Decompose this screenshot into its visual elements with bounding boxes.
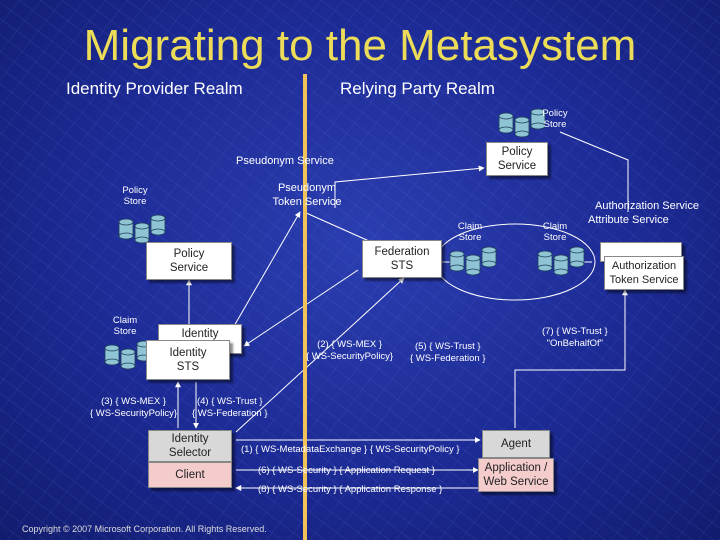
pseudonym-service-label: Pseudonym Service: [236, 155, 334, 167]
identity-sts-box: Identity STS: [146, 340, 230, 380]
client-box: Client: [148, 462, 232, 488]
policy-service-right-box: Policy Service: [486, 142, 548, 176]
pseudonym-token-service-label: Pseudonym Token Service: [272, 182, 342, 208]
page-title: Migrating to the Metasystem: [83, 21, 637, 70]
federation-sts-box: Federation STS: [362, 240, 442, 278]
edge-pseudonym-federation: [303, 211, 379, 246]
attribute-service-label: Attribute Service: [588, 214, 669, 226]
policy-store-top-label: Policy Store: [542, 108, 568, 130]
edge-federation-identity: [243, 269, 359, 347]
edge-label-4: (4) { WS-Trust } { WS-Federation }: [192, 396, 268, 419]
edge-label-8: (8) { WS-Security } { Application Respon…: [258, 484, 443, 495]
edge-label-2: (2) { WS-MEX } { WS-SecurityPolicy}: [306, 339, 394, 362]
edge-label-3: (3) { WS-MEX } { WS-SecurityPolicy}: [90, 396, 178, 419]
policy-store-left-icon: [118, 214, 166, 244]
claim-store-auth-label: Claim Store: [542, 221, 568, 243]
edge-agent-authz: [514, 289, 628, 428]
claim-store-left-label: Claim Store: [112, 315, 138, 337]
edge-authz-policystore: [559, 131, 629, 212]
agent-box: Agent: [482, 430, 550, 458]
edge-label-1: (1) { WS-MetadataExchange } { WS-Securit…: [241, 444, 460, 455]
claim-store-fed-label: Claim Store: [457, 221, 483, 243]
edge-label-5: (5) { WS-Trust } { WS-Federation }: [410, 341, 486, 364]
realm-divider: [303, 74, 307, 540]
policy-store-left-label: Policy Store: [122, 185, 148, 207]
policy-service-left-box: Policy Service: [146, 242, 232, 280]
identity-selector-box: Identity Selector: [148, 430, 232, 462]
copyright-notice: Copyright © 2007 Microsoft Corporation. …: [22, 524, 267, 534]
app-web-service-box: Application / Web Service: [478, 458, 554, 492]
realm-identity-provider: Identity Provider Realm: [66, 79, 243, 98]
claim-store-fed-icon: [449, 246, 497, 276]
claim-store-auth-icon: [537, 246, 585, 276]
edge-pseudonym-policy: [334, 165, 485, 208]
authorization-service-label: Authorization Service: [595, 200, 699, 212]
edge-selector-federation: [235, 277, 405, 433]
edge-identity-pseudonym: [225, 211, 301, 341]
authz-token-service-box: Authorization Token Service: [604, 256, 684, 290]
edge-label-6: (6) { WS-Security } { Application Reques…: [258, 465, 435, 476]
policy-store-top-icon: [498, 108, 546, 138]
edge-label-7: (7) { WS-Trust } "OnBehalfOf": [542, 326, 608, 349]
realm-relying-party: Relying Party Realm: [340, 79, 495, 98]
